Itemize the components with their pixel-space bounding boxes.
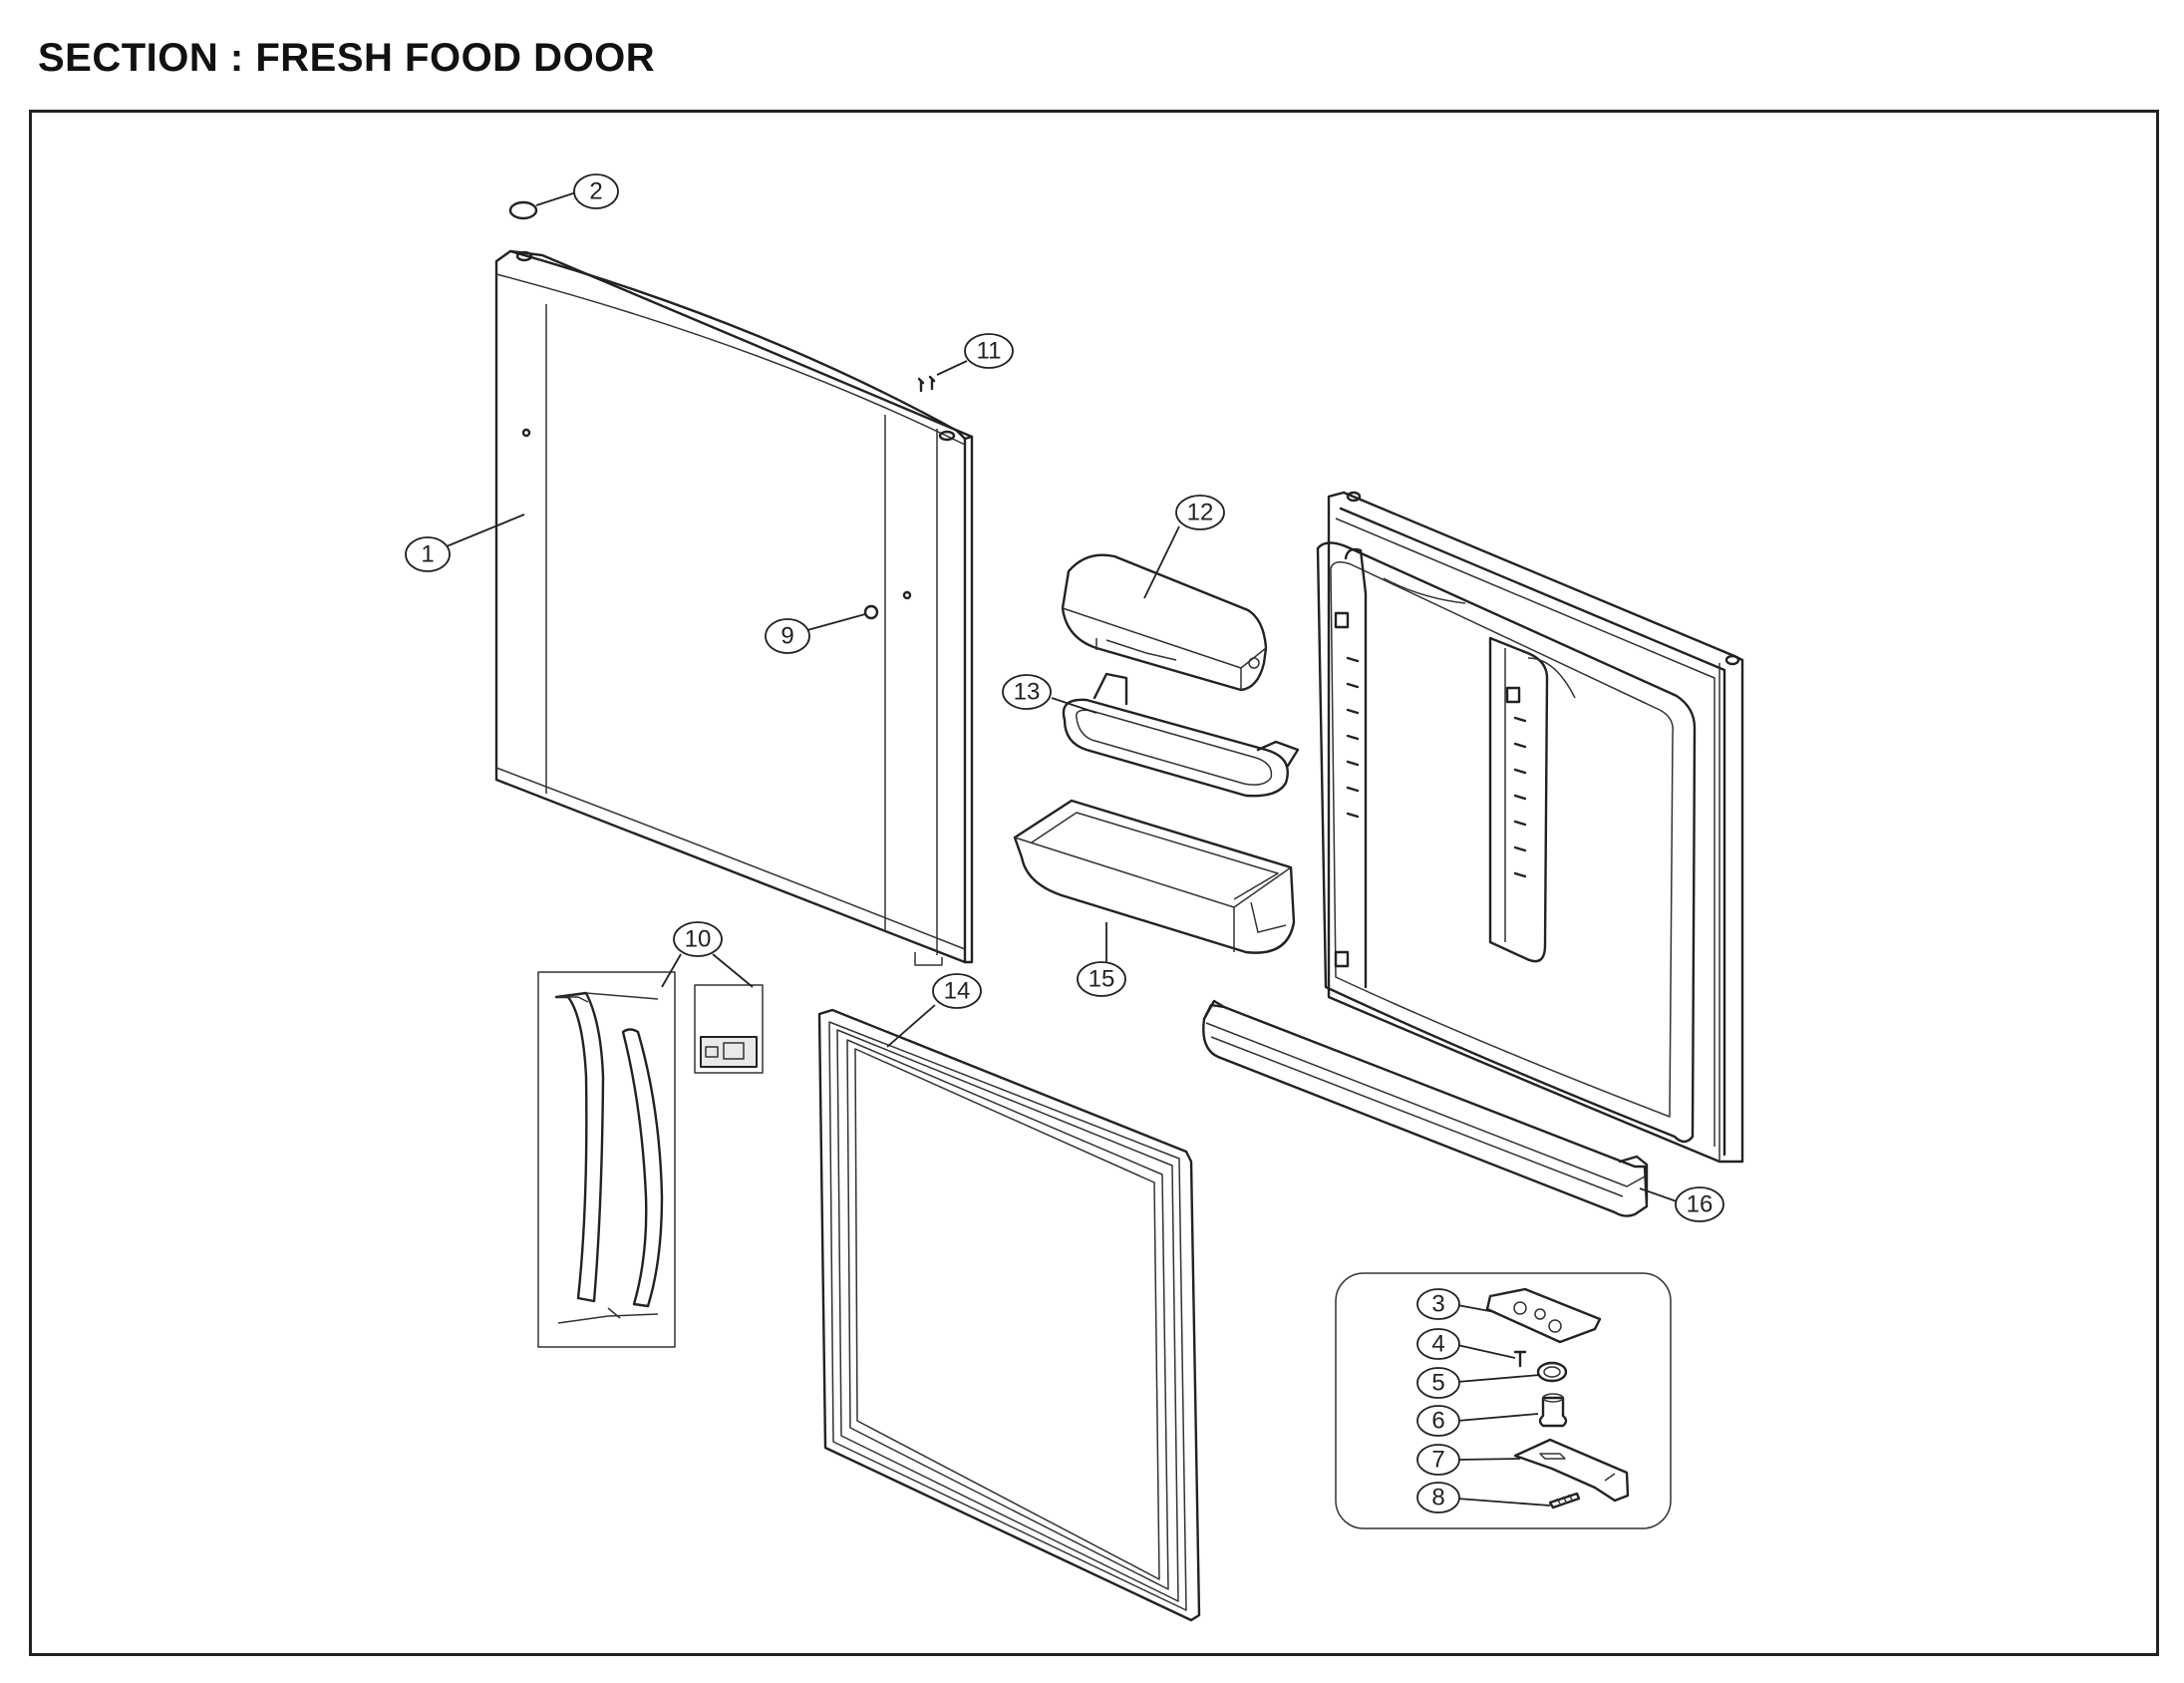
part-bracket-screw [1548, 1492, 1581, 1510]
callout-4: 4 [1416, 1328, 1516, 1360]
callout-10: 10 [661, 921, 754, 988]
callout-11: 11 [936, 333, 1014, 376]
part-door-bin [1013, 799, 1296, 954]
callout-15: 15 [1077, 922, 1126, 997]
part-door-outer-panel [494, 249, 974, 966]
part-plug [863, 604, 879, 620]
part-door-shelf-bar [1202, 999, 1649, 1217]
callout-2: 2 [535, 173, 619, 209]
callout-label: 16 [1687, 1191, 1714, 1218]
part-hinge-cap [508, 200, 538, 220]
callout-14: 14 [886, 973, 982, 1048]
callout-6: 6 [1416, 1405, 1539, 1437]
callout-12: 12 [1143, 495, 1225, 599]
callout-label: 1 [421, 541, 434, 568]
callout-7: 7 [1416, 1444, 1521, 1476]
callout-9: 9 [765, 613, 866, 654]
callout-label: 5 [1431, 1370, 1444, 1397]
part-dairy-cover [1061, 553, 1268, 692]
callout-label: 3 [1431, 1291, 1444, 1318]
callout-label: 15 [1089, 966, 1115, 993]
callout-label: 7 [1431, 1447, 1444, 1474]
hinge-detail-group [1335, 1272, 1672, 1529]
callout-label: 11 [977, 338, 1002, 365]
section-title: SECTION : FRESH FOOD DOOR [38, 36, 656, 80]
callout-label: 13 [1014, 679, 1041, 706]
callout-label: 8 [1431, 1485, 1444, 1512]
callout-label: 2 [589, 178, 602, 205]
part-door-inner-liner [1316, 491, 1744, 1164]
callout-label: 14 [944, 978, 971, 1005]
part-hinge-plate [1485, 1287, 1602, 1344]
callout-label: 9 [780, 623, 793, 650]
part-hinge-screw [1513, 1350, 1527, 1368]
callout-3: 3 [1416, 1288, 1496, 1320]
callout-label: 10 [685, 926, 712, 953]
callout-1: 1 [405, 513, 525, 572]
part-dairy-tray [1062, 672, 1300, 798]
part-door-gasket [817, 1008, 1201, 1622]
callout-13: 13 [1002, 674, 1097, 714]
part-hinge-pin [1538, 1396, 1568, 1428]
callout-label: 4 [1431, 1331, 1444, 1358]
callout-16: 16 [1639, 1186, 1724, 1222]
callout-8: 8 [1416, 1482, 1551, 1514]
part-hinge-bracket [1513, 1438, 1630, 1503]
callout-5: 5 [1416, 1367, 1541, 1399]
part-screws [917, 375, 936, 393]
part-washer [1536, 1361, 1568, 1383]
diagram-frame [29, 110, 2159, 1656]
callout-label: 12 [1187, 500, 1214, 526]
part-handle-set [537, 971, 764, 1348]
callout-label: 6 [1431, 1408, 1444, 1435]
